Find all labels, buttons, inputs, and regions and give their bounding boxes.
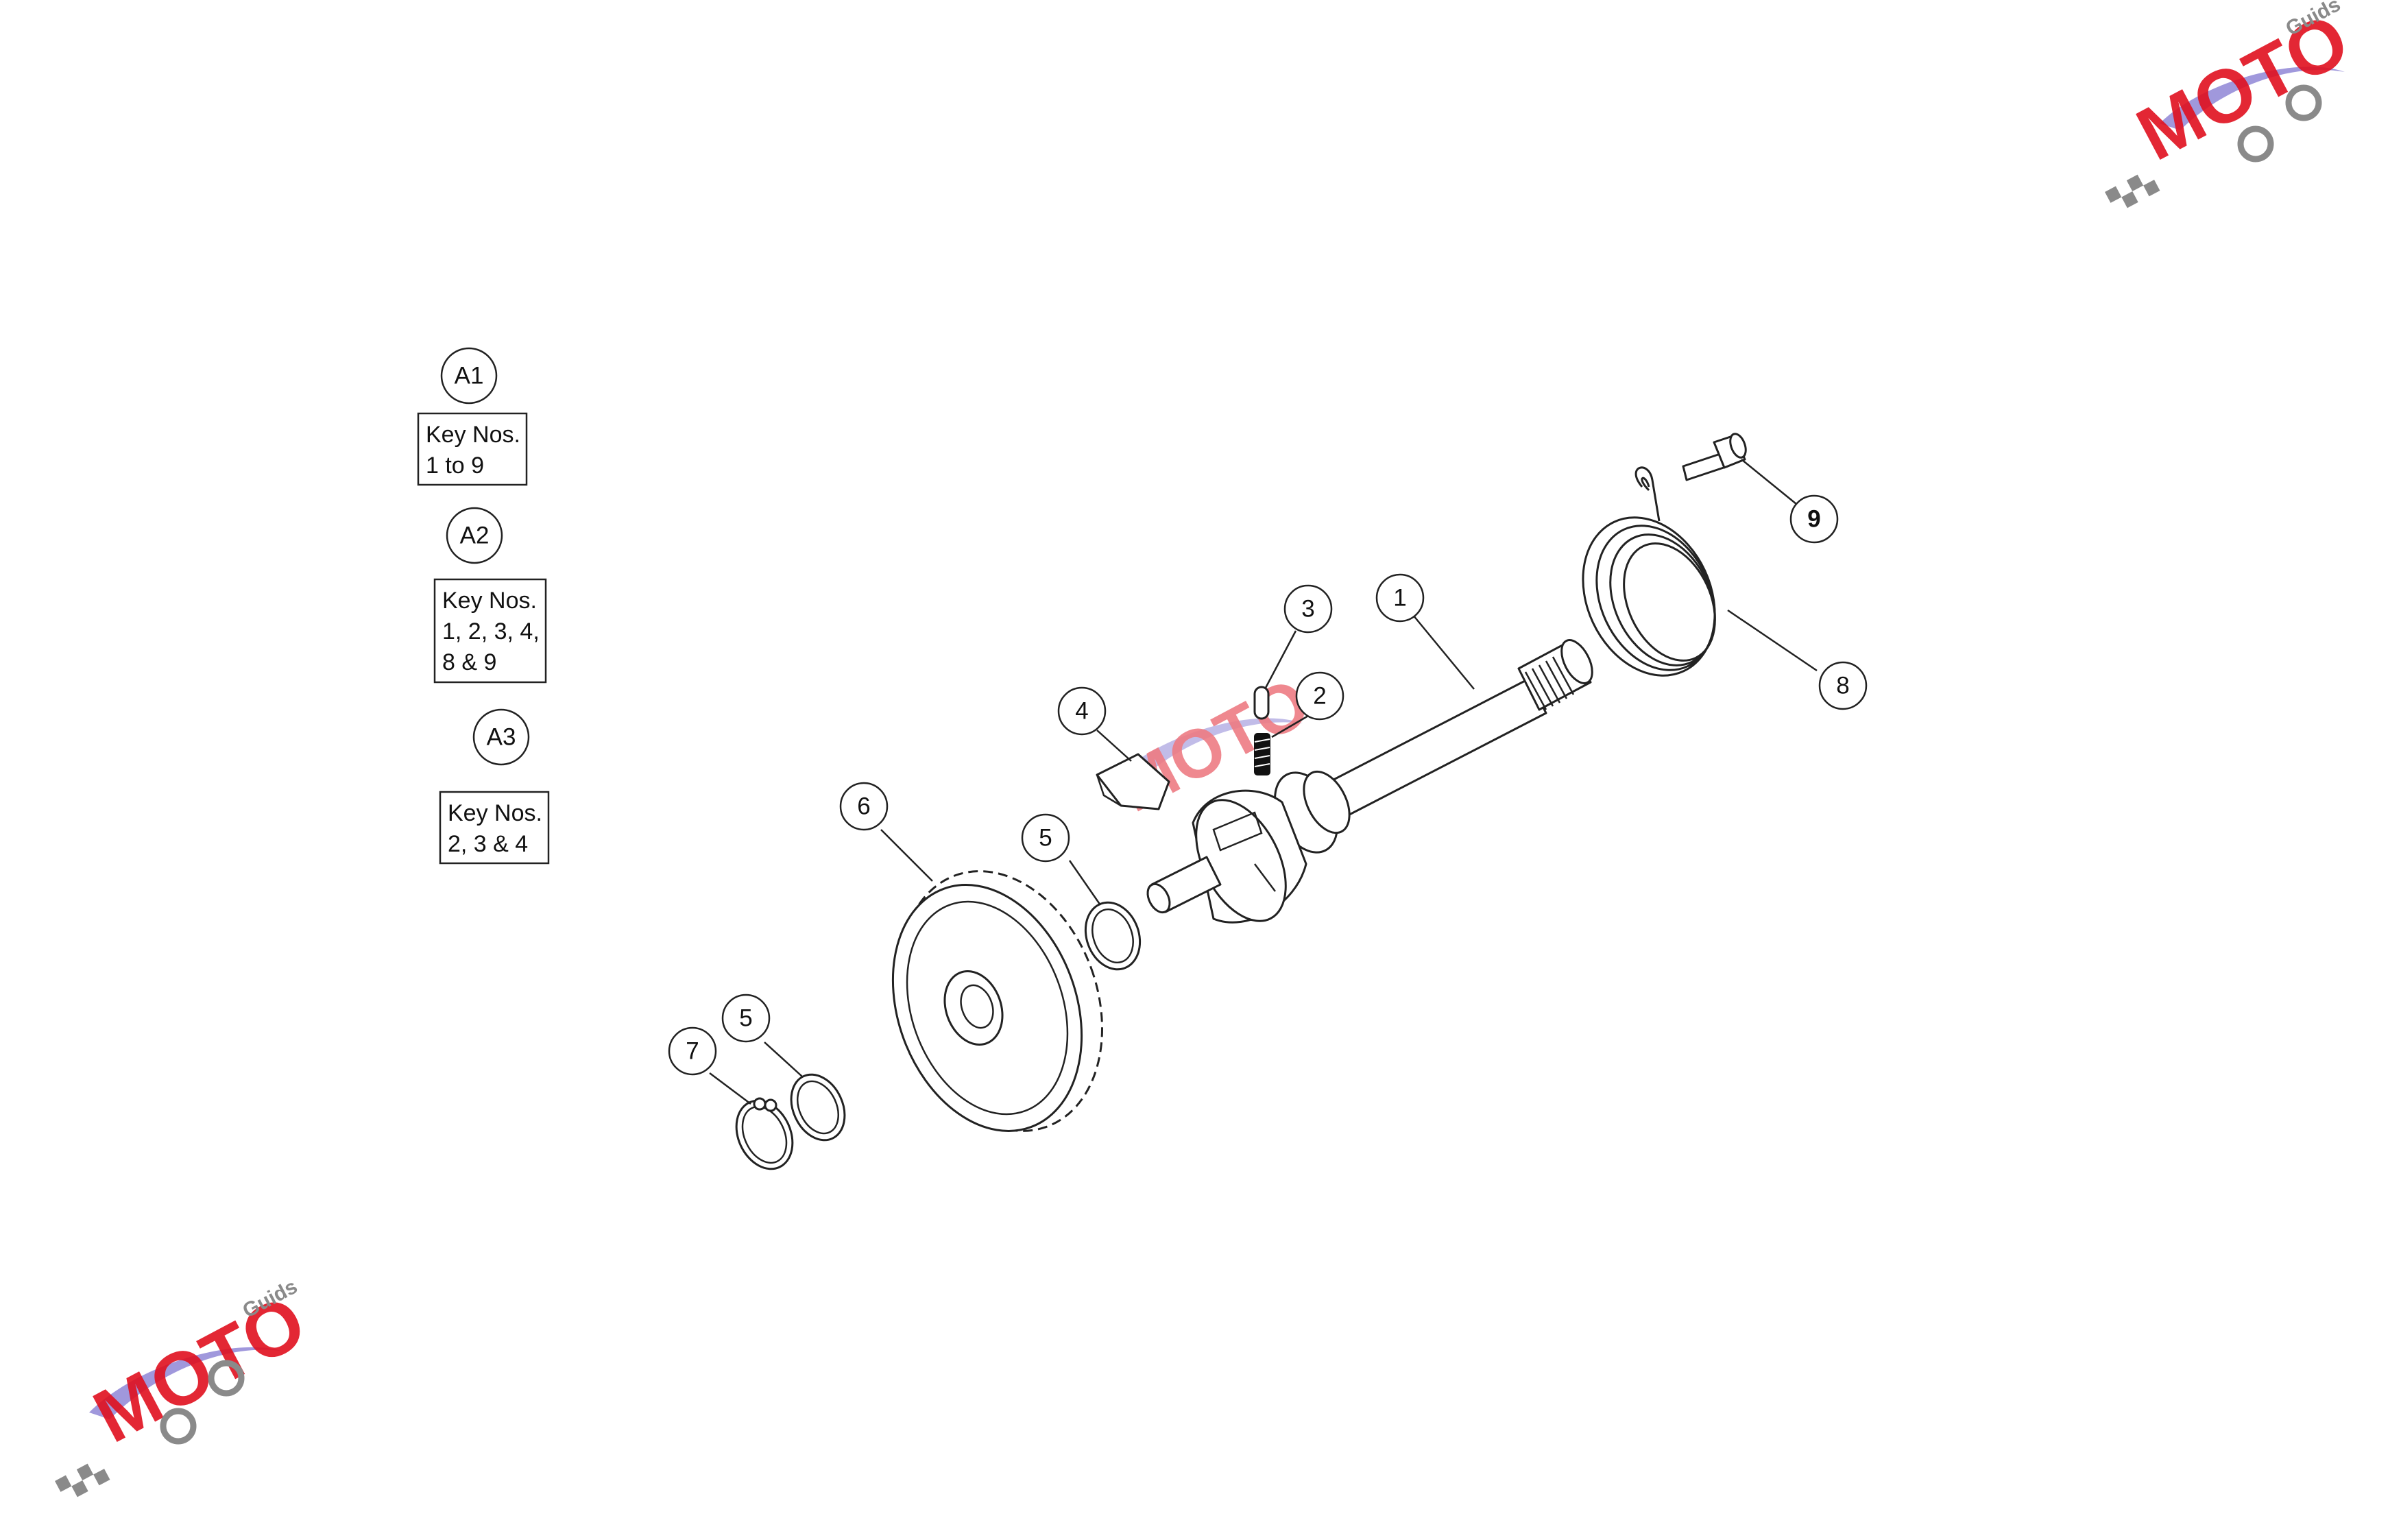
circlip-icon — [735, 1097, 794, 1170]
shaft-icon — [1146, 639, 1593, 924]
assembly-a2-keys: 1, 2, 3, 4, — [442, 618, 540, 645]
callout-4: 4 — [1057, 686, 1107, 736]
washer-lower-icon — [790, 1073, 846, 1142]
callout-2: 2 — [1295, 671, 1344, 721]
assembly-a3-id: A3 — [487, 724, 516, 751]
callout-1-text: 1 — [1393, 585, 1406, 612]
callout-4-text: 4 — [1075, 698, 1088, 725]
assembly-a3: A3 Key Nos. 2, 3 & 4 — [439, 708, 550, 865]
callout-5-upper: 5 — [1021, 813, 1070, 863]
pin-icon — [1253, 686, 1270, 720]
assembly-a1-title: Key Nos. — [426, 422, 520, 448]
callout-2-text: 2 — [1313, 683, 1326, 710]
watermark-brand-text-2: MOTO — [81, 1279, 319, 1459]
spring-icon — [1254, 733, 1270, 775]
callout-1: 1 — [1375, 573, 1425, 623]
coil-spring-icon — [1582, 466, 1716, 677]
callout-3: 3 — [1283, 584, 1333, 634]
callout-9-text: 9 — [1807, 506, 1820, 533]
assembly-a2-id: A2 — [460, 522, 490, 549]
leader-lines — [709, 459, 1818, 1105]
callout-8-text: 8 — [1836, 673, 1849, 699]
callout-7: 7 — [668, 1026, 717, 1076]
assembly-a3-keys: 2, 3 & 4 — [448, 831, 528, 857]
callout-5-lower: 5 — [721, 994, 771, 1043]
washer-icon — [1084, 901, 1142, 971]
callout-6-text: 6 — [857, 793, 870, 820]
assembly-a1-keys: 1 to 9 — [426, 453, 484, 479]
watermark-logo-top: MOTO Guids — [2105, 0, 2362, 208]
callout-7-text: 7 — [686, 1038, 699, 1065]
assembly-a2-keys-2: 8 & 9 — [442, 649, 496, 675]
callout-5-upper-text: 5 — [1039, 825, 1052, 852]
assembly-a3-title: Key Nos. — [448, 800, 542, 826]
assembly-a1: A1 Key Nos. 1 to 9 — [417, 347, 528, 486]
gear-icon — [891, 870, 1103, 1132]
watermark-logo-bottom: MOTO Guids — [55, 1275, 319, 1497]
callout-9: 9 — [1789, 494, 1839, 544]
callout-8: 8 — [1818, 661, 1868, 710]
callout-3-text: 3 — [1301, 596, 1314, 623]
callout-5-lower-text: 5 — [739, 1005, 752, 1032]
assembly-a2-title: Key Nos. — [442, 588, 537, 614]
assembly-a1-id: A1 — [455, 363, 484, 389]
callout-6: 6 — [839, 782, 889, 831]
assembly-a2: A2 Key Nos. 1, 2, 3, 4, 8 & 9 — [433, 507, 547, 684]
ratchet-stopper-icon — [1096, 753, 1170, 810]
assembly-legend: A1 Key Nos. 1 to 9 A2 Key Nos. 1, 2, 3, … — [417, 347, 550, 865]
bolt-icon — [1682, 433, 1747, 481]
